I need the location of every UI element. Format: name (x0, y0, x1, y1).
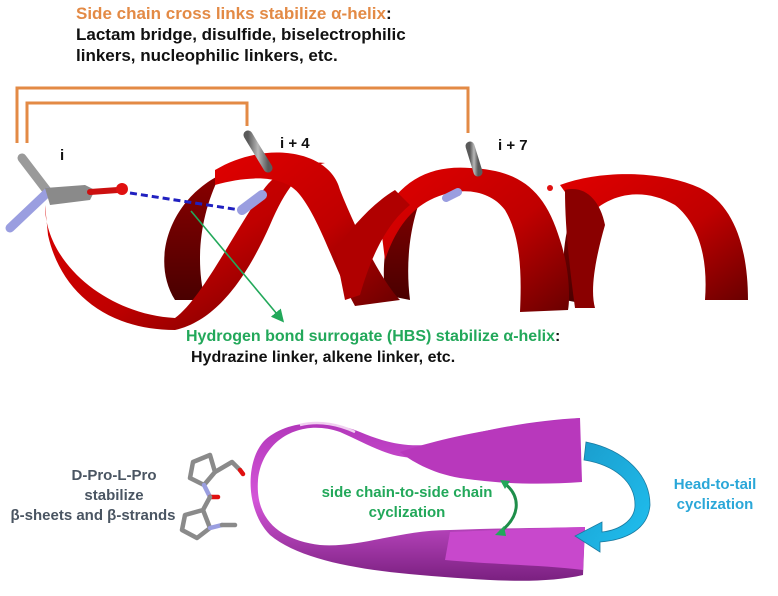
crosslink-heading: Side chain cross links stabilize α-helix… (76, 4, 392, 24)
residue-label-i: i (60, 147, 65, 164)
crosslink-bracket-outer (15, 86, 470, 143)
crosslink-bracket-inner (25, 101, 249, 143)
sidechain-cyclization-arrow (495, 480, 518, 536)
residue-label-i4: i + 4 (280, 135, 310, 152)
residue-i4-sticks (237, 130, 273, 215)
sidechain-cyclization-line1: side chain-to-side chain (321, 484, 493, 501)
residue-label-i7: i + 7 (498, 137, 528, 154)
head-to-tail-arrow (574, 441, 651, 553)
hbs-heading: Hydrogen bond surrogate (HBS) stabilize … (186, 327, 560, 346)
sidechain-cyclization-line2: cyclization (368, 504, 446, 521)
oxygen-atom-icon (116, 183, 128, 195)
dpro-label-line1: D-Pro-L-Pro (71, 467, 157, 484)
headtail-cyclization-line1: Head-to-tail (673, 476, 757, 493)
crosslink-heading-text: Side chain cross links stabilize α-helix (76, 4, 386, 23)
hbs-heading-colon: : (554, 328, 561, 345)
hydrogen-bond-dashed-line (129, 191, 241, 212)
headtail-cyclization-line2: cyclization (676, 496, 754, 513)
alpha-helix-ribbon (45, 152, 748, 330)
residue-i7-sticks (442, 141, 553, 202)
dpro-lpro-molecule-icon (179, 452, 246, 541)
residue-i-sticks (5, 153, 128, 233)
crosslink-examples-line1: Lactam bridge, disulfide, biselectrophil… (76, 25, 406, 44)
dpro-label-line3: β-sheets and β-strands (10, 507, 176, 524)
crosslink-examples-line2: linkers, nucleophilic linkers, etc. (76, 46, 338, 65)
hbs-examples: Hydrazine linker, alkene linker, etc. (191, 349, 456, 366)
beta-hairpin-ribbon (250, 418, 585, 581)
hbs-pointer-arrow (190, 210, 285, 323)
dpro-label-line2: stabilize (84, 487, 144, 504)
crosslink-heading-colon: : (385, 4, 392, 23)
hbs-heading-text: Hydrogen bond surrogate (HBS) stabilize … (186, 328, 555, 345)
